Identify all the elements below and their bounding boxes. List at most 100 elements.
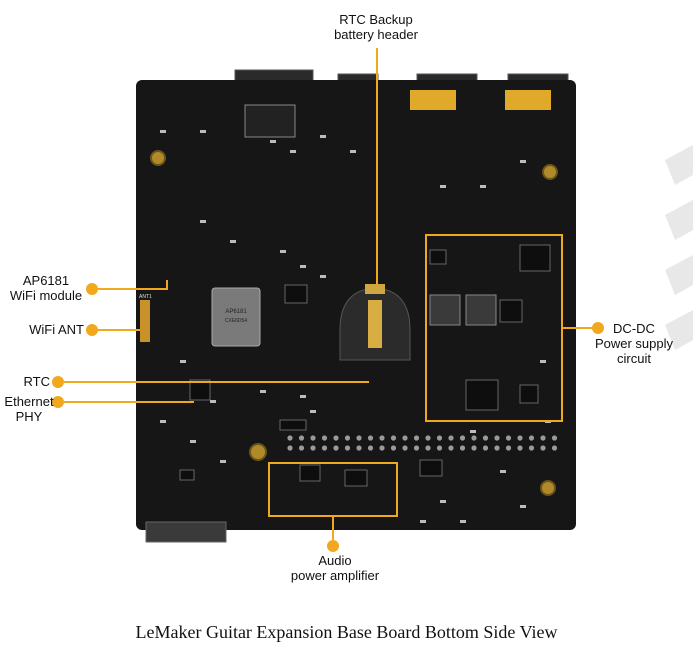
- wifi-chip-text-1: AP6181: [225, 309, 247, 315]
- silk-mark: [350, 150, 356, 153]
- gpio-pin: [344, 445, 351, 451]
- silk-mark: [420, 520, 426, 523]
- silk-mark: [210, 400, 216, 403]
- silk-mark: [180, 360, 186, 363]
- dcdc-leader: [563, 327, 595, 329]
- gpio-pin: [333, 435, 339, 441]
- dcdc-label: DC-DC Power supply circuit: [584, 321, 684, 366]
- silk-mark: [480, 185, 486, 188]
- gpio-pin: [321, 445, 328, 451]
- gpio-pin: [482, 445, 489, 451]
- gpio-pin: [402, 445, 408, 451]
- silk-mark: [200, 220, 206, 223]
- wifi-ant-dot: [86, 324, 98, 336]
- mounting-holes: [150, 150, 558, 496]
- ethernet-dot: [52, 396, 64, 408]
- silk-mark: [300, 395, 306, 398]
- gpio-pin: [471, 435, 477, 441]
- inductors: [429, 294, 497, 326]
- gpio-pin: [471, 445, 477, 451]
- ap6181-label: AP6181 WiFi module: [4, 273, 88, 303]
- ethernet-line2: PHY: [15, 409, 43, 424]
- gpio-pin: [321, 435, 328, 441]
- silk-mark: [160, 130, 166, 133]
- watermark-stripes: [665, 145, 693, 350]
- wifi-ant-label: WiFi ANT: [4, 322, 84, 337]
- silk-mark: [270, 140, 276, 143]
- gpio-pin: [551, 435, 558, 441]
- silk-mark: [470, 430, 476, 433]
- gpio-pin: [517, 435, 523, 441]
- tantalum-cap-1: [410, 90, 456, 110]
- silk-mark: [460, 520, 466, 523]
- dcdc-dot: [592, 322, 604, 334]
- ethernet-leader: [64, 401, 194, 403]
- audio-dot: [327, 540, 339, 552]
- wifi-chip-text-2: CXE6D54: [225, 318, 247, 324]
- gpio-pin: [436, 435, 443, 441]
- silk-mark: [200, 130, 206, 133]
- rtc-leader: [64, 381, 369, 383]
- audio-line2: power amplifier: [290, 568, 380, 583]
- audio-leader: [332, 517, 334, 547]
- silk-mark: [230, 240, 236, 243]
- gpio-pin: [540, 445, 546, 451]
- dcdc-line1: DC-DC: [613, 321, 655, 336]
- gpio-pin: [436, 445, 443, 451]
- rtc-backup-line2: battery header: [334, 27, 418, 42]
- transistor-block: [244, 104, 296, 138]
- gpio-pin: [287, 445, 293, 451]
- gpio-pin: [505, 435, 512, 441]
- gpio-pin: [356, 445, 362, 451]
- silk-mark: [440, 185, 446, 188]
- wifi-module-chip: [211, 287, 261, 347]
- gpio-pin: [413, 435, 420, 441]
- gpio-pin: [390, 445, 397, 451]
- gpio-pin: [333, 445, 339, 451]
- ap6181-line1: AP6181: [22, 273, 70, 288]
- gpio-pin: [540, 435, 546, 441]
- gpio-pin: [298, 445, 305, 451]
- wifi-ant-leader: [98, 329, 140, 331]
- silk-mark: [500, 470, 506, 473]
- gpio-pin: [402, 435, 408, 441]
- gpio-pin: [448, 435, 454, 441]
- silk-mark: [300, 265, 306, 268]
- gpio-pin: [298, 435, 305, 441]
- rtc-backup-leader: [376, 48, 378, 284]
- silk-mark: [320, 135, 326, 138]
- audio-label: Audio power amplifier: [270, 553, 400, 583]
- silk-mark: [320, 275, 326, 278]
- gpio-pin: [379, 445, 385, 451]
- gpio-pin: [494, 445, 500, 451]
- wifi-ant-text: WiFi ANT: [29, 322, 84, 337]
- rtc-backup-label: RTC Backup battery header: [316, 12, 436, 42]
- gpio-pin: [413, 445, 420, 451]
- ap6181-leader-vertical: [166, 280, 168, 290]
- silkscreen-marks: [160, 130, 551, 523]
- gpio-header: [287, 435, 558, 451]
- silk-mark: [220, 460, 226, 463]
- rtc-backup-line1: RTC Backup: [339, 12, 413, 27]
- rtc-label: RTC: [4, 374, 50, 389]
- gpio-pin: [482, 435, 489, 441]
- gpio-pin: [344, 435, 351, 441]
- figure-caption: LeMaker Guitar Expansion Base Board Bott…: [135, 622, 558, 642]
- gpio-pin: [494, 435, 500, 441]
- silk-mark: [260, 390, 266, 393]
- silk-mark: [440, 500, 446, 503]
- silk-mark: [520, 160, 526, 163]
- rtc-dot: [52, 376, 64, 388]
- silk-mark: [190, 440, 196, 443]
- gpio-pin: [425, 435, 431, 441]
- gpio-pin: [448, 445, 454, 451]
- dcdc-line2: Power supply: [594, 336, 674, 351]
- ethernet-label: Ethernet PHY: [4, 394, 54, 424]
- antenna-pad: [140, 300, 150, 342]
- tantalum-cap-2: [505, 90, 551, 110]
- ethernet-line1: Ethernet: [4, 394, 54, 409]
- gpio-pin: [379, 435, 385, 441]
- ap6181-leader: [98, 288, 168, 290]
- gpio-pin: [459, 435, 466, 441]
- ap6181-dot: [86, 283, 98, 295]
